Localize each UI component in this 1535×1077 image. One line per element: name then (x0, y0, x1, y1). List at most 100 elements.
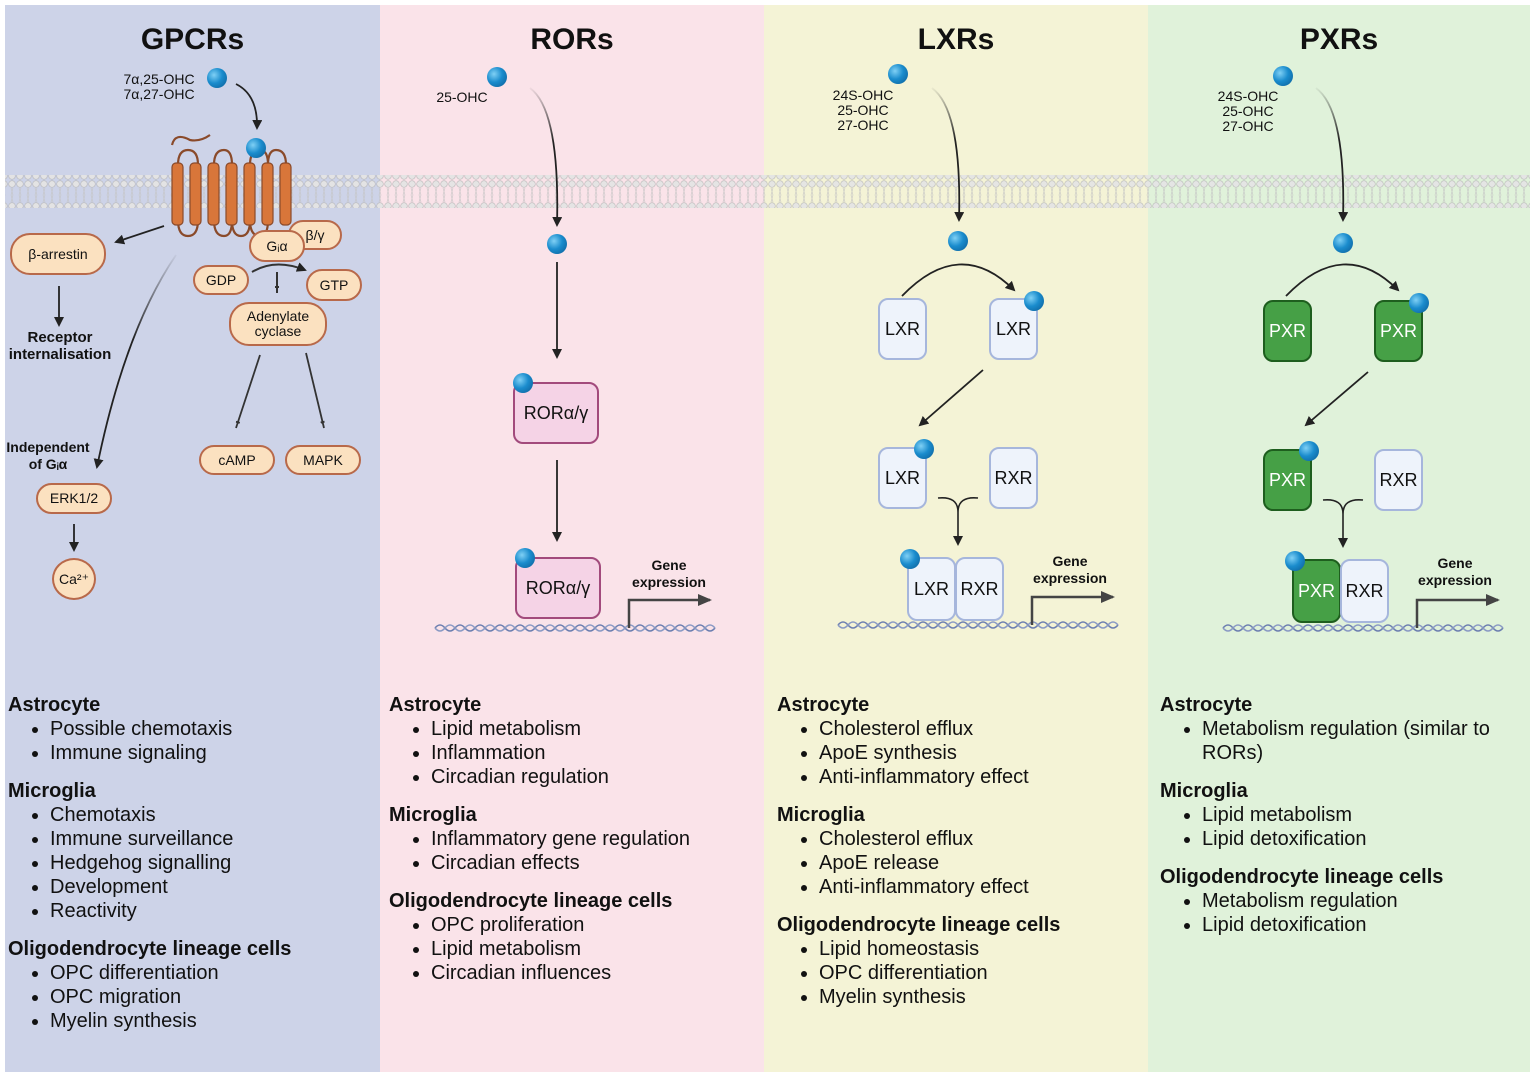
function-item: Anti-inflammatory effect (819, 765, 1143, 789)
function-item: Circadian regulation (431, 765, 759, 789)
rxr-receptor: RXR (989, 447, 1038, 509)
pxr-receptor: PXR (1263, 449, 1312, 511)
receptor-internalisation-label: Receptor internalisation (8, 329, 112, 363)
oxysterol-ligand-icon (1024, 291, 1044, 311)
arrow-pxr-activation (1285, 263, 1400, 297)
function-item: Immune surveillance (50, 827, 376, 851)
oxysterol-ligand-icon (900, 549, 920, 569)
gi-alpha-node: Gᵢα (249, 230, 305, 262)
oxysterol-ligand-icon (547, 234, 567, 254)
gene-expression-arrow (1030, 591, 1115, 625)
cell-type-heading: Microglia (8, 780, 96, 802)
gene-expression-label: Gene expression (1418, 555, 1492, 588)
rxr-receptor: RXR (1374, 449, 1423, 511)
function-item: Cholesterol efflux (819, 827, 1143, 851)
gene-expression-label: Gene expression (1033, 553, 1107, 586)
function-item: Inflammatory gene regulation (431, 827, 759, 851)
cell-type-heading: Oligodendrocyte lineage cells (1160, 866, 1444, 888)
gene-expression-label: Gene expression (632, 557, 706, 590)
pxr-receptor: PXR (1263, 300, 1312, 362)
oxysterol-ligand-icon (513, 373, 533, 393)
function-item: ApoE synthesis (819, 741, 1143, 765)
oxysterol-ligand-icon (914, 439, 934, 459)
function-item: Lipid homeostasis (819, 937, 1143, 961)
function-item: Lipid detoxification (1202, 913, 1510, 937)
oxysterol-ligand-icon (1273, 66, 1293, 86)
panel-title: LXRs (917, 23, 995, 56)
lxr-receptor: LXR (878, 298, 927, 360)
arrow-pxr-dimer (1304, 371, 1369, 427)
function-item: Immune signaling (50, 741, 376, 765)
ror-functions: Astrocyte Lipid metabolismInflammationCi… (389, 693, 759, 999)
oxysterol-ligand-icon (1333, 233, 1353, 253)
camp-node: cAMP (199, 445, 275, 475)
gdp-node: GDP (193, 265, 249, 295)
oxysterol-ligand-icon (1285, 551, 1305, 571)
cell-type-heading: Oligodendrocyte lineage cells (777, 914, 1061, 936)
oxysterol-ligand-icon (1299, 441, 1319, 461)
arrow-lxr-activation (901, 263, 1016, 297)
cell-type-heading: Microglia (389, 804, 477, 826)
gtp-node: GTP (306, 269, 362, 301)
oxysterol-ligand-icon (948, 231, 968, 251)
cell-type-heading: Microglia (777, 804, 865, 826)
panel-title: GPCRs (140, 23, 245, 56)
lxr-dimer-lxr: LXR (907, 557, 956, 621)
arrow-ror-entry (529, 87, 563, 227)
function-item: Inflammation (431, 741, 759, 765)
function-item: OPC differentiation (50, 961, 376, 985)
cell-type-heading: Microglia (1160, 780, 1248, 802)
function-item: Lipid metabolism (431, 717, 759, 741)
cell-type-heading: Astrocyte (389, 694, 482, 716)
arrow-ligand-binding (235, 83, 263, 130)
oxysterol-ligand-icon (515, 548, 535, 568)
inhibit-mapk (305, 352, 325, 429)
adenylate-cyclase-node: Adenylate cyclase (229, 302, 327, 346)
function-item: Chemotaxis (50, 803, 376, 827)
gene-expression-arrow (627, 594, 712, 628)
arrow-independent (93, 254, 177, 469)
function-item: OPC migration (50, 985, 376, 1009)
independent-of-gi-label: Independent of Gᵢα (6, 439, 90, 472)
inhibit-camp (235, 354, 261, 429)
function-item: ApoE release (819, 851, 1143, 875)
function-item: Hedgehog signalling (50, 851, 376, 875)
lxr-dimer-rxr: RXR (955, 557, 1004, 621)
function-item: Circadian effects (431, 851, 759, 875)
pxr-dimer-rxr: RXR (1340, 559, 1389, 623)
arrow-gdp-gtp (251, 262, 307, 273)
function-item: Circadian influences (431, 961, 759, 985)
gene-expression-arrow (1415, 594, 1500, 628)
function-item: Lipid metabolism (1202, 803, 1510, 827)
pxr-receptor-activated: PXR (1374, 300, 1423, 362)
oxysterol-ligand-icon (487, 67, 507, 87)
arrow-pxr-entry (1315, 87, 1349, 222)
dna-strand (837, 621, 1119, 629)
function-item: Cholesterol efflux (819, 717, 1143, 741)
arrow-pxr-rxr-merge (1322, 498, 1364, 546)
cell-type-heading: Oligodendrocyte lineage cells (8, 938, 292, 960)
dna-strand (434, 624, 716, 632)
panel-title: PXRs (1299, 23, 1379, 56)
function-item: Possible chemotaxis (50, 717, 376, 741)
function-item: Myelin synthesis (50, 1009, 376, 1033)
arrow-to-arrestin (114, 225, 165, 245)
panel-title: RORs (530, 23, 614, 56)
gpcr-receptor (170, 134, 292, 238)
function-item: Anti-inflammatory effect (819, 875, 1143, 899)
ror-receptor-bound: RORα/γ (515, 557, 601, 619)
arrow-lxr-rxr-merge (937, 496, 979, 544)
cell-type-heading: Astrocyte (777, 694, 870, 716)
function-item: Lipid detoxification (1202, 827, 1510, 851)
ror-receptor: RORα/γ (513, 382, 599, 444)
arrow-lxr-entry (931, 87, 965, 222)
oxysterol-ligand-icon (888, 64, 908, 84)
oxysterol-ligand-icon (207, 68, 227, 88)
cell-type-heading: Astrocyte (8, 694, 101, 716)
function-item: OPC proliferation (431, 913, 759, 937)
pxr-dimer-pxr: PXR (1292, 559, 1341, 623)
